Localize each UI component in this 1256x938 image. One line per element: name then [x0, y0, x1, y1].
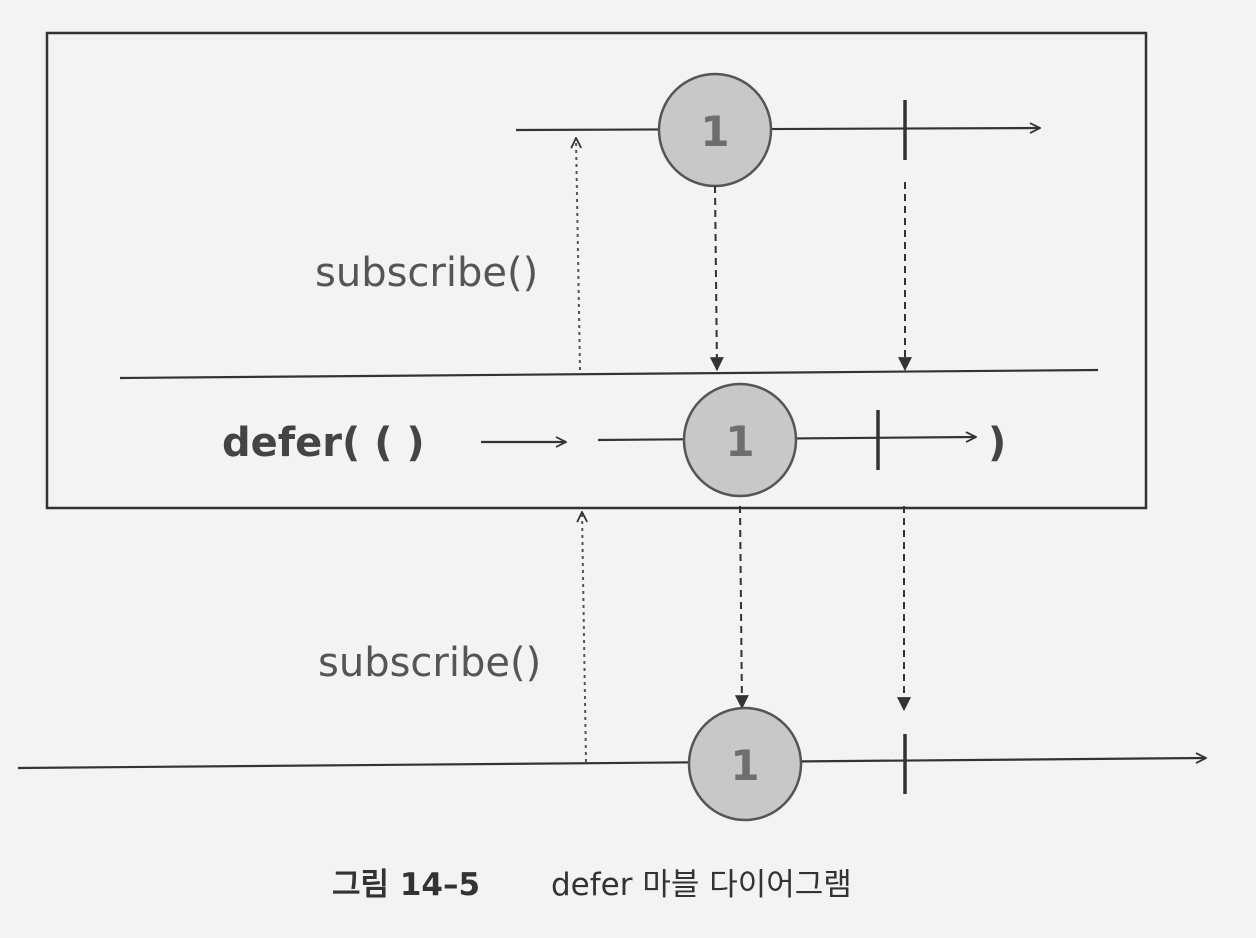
- operator-divider: [119, 368, 1099, 380]
- source-marble: 1: [657, 72, 773, 188]
- subscribe-label-top: subscribe(): [315, 250, 538, 296]
- output-marble: 1: [687, 706, 803, 822]
- output-marble-label: 1: [730, 741, 759, 790]
- subscribe-arrow-bottom: [582, 512, 586, 763]
- subscribe-arrow-top: [576, 138, 580, 371]
- emission-arrow-bottom: [734, 505, 749, 710]
- defer-label-close: ): [988, 420, 1006, 466]
- caption-text: defer 마블 다이어그램: [551, 867, 852, 903]
- inner-marble: 1: [682, 382, 798, 498]
- source-timeline: [515, 128, 1040, 130]
- inner-marble-label: 1: [725, 417, 754, 466]
- output-timeline: [17, 758, 1206, 770]
- subscribe-label-bottom: subscribe(): [318, 640, 541, 686]
- source-marble-label: 1: [700, 107, 729, 156]
- caption-figure-number: 그림 14–5: [332, 867, 480, 903]
- emission-arrow-top: [709, 185, 724, 372]
- operator-box: [45, 31, 1148, 510]
- defer-label-open: defer( ( ): [222, 420, 425, 466]
